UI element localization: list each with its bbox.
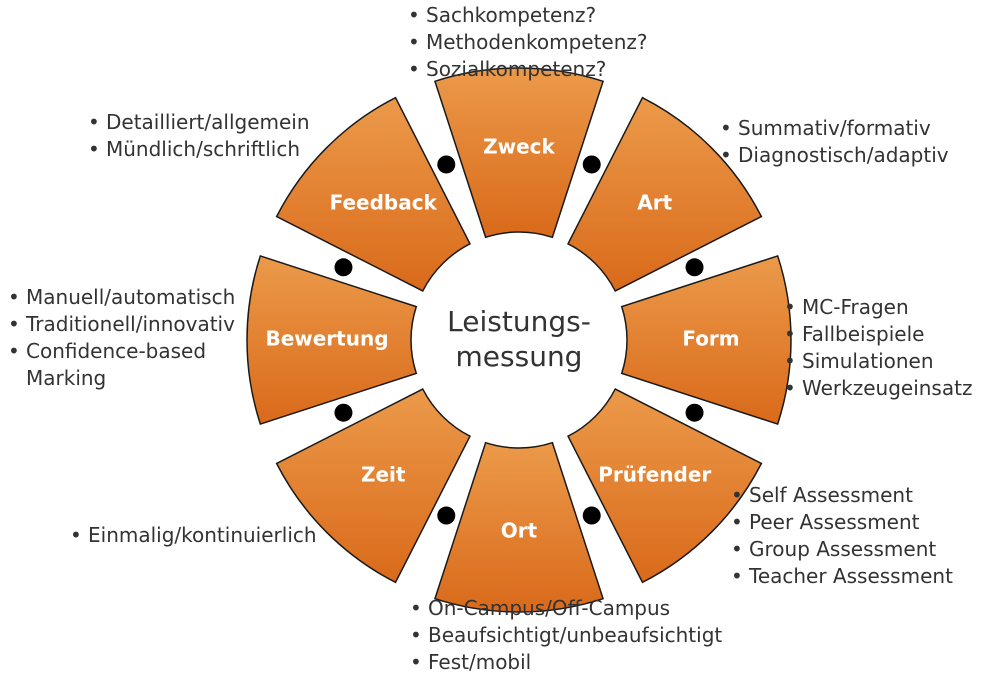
callout-item: Methodenkompetenz? bbox=[408, 29, 648, 56]
callout-item: Fest/mobil bbox=[410, 649, 722, 676]
callout-art: Summativ/formativ Diagnostisch/adaptiv bbox=[720, 115, 949, 169]
callout-form: MC-Fragen Fallbeispiele Simulationen Wer… bbox=[784, 294, 972, 402]
callout-item-continuation: Marking bbox=[26, 366, 107, 390]
callout-item: Self Assessment bbox=[731, 482, 953, 509]
callout-item: Traditionell/innovativ bbox=[8, 311, 235, 338]
callout-item: Teacher Assessment bbox=[731, 563, 953, 590]
callout-item: Beaufsichtigt/unbeaufsichtigt bbox=[410, 622, 722, 649]
callout-item: Fallbeispiele bbox=[784, 321, 972, 348]
connector-dot bbox=[685, 258, 704, 277]
callout-item: Werkzeugeinsatz bbox=[784, 375, 972, 402]
connector-dot bbox=[437, 506, 456, 525]
callout-zweck: Sachkompetenz? Methodenkompetenz? Sozial… bbox=[408, 2, 648, 83]
segment-label-pruefender: Prüfender bbox=[598, 462, 711, 486]
callout-item: Diagnostisch/adaptiv bbox=[720, 142, 949, 169]
callout-item: Manuell/automatisch bbox=[8, 284, 235, 311]
connector-dot bbox=[582, 155, 601, 174]
connector-dot bbox=[334, 403, 353, 422]
callout-item: Peer Assessment bbox=[731, 509, 953, 536]
segment-label-zeit: Zeit bbox=[361, 462, 406, 486]
segment-label-art: Art bbox=[637, 191, 672, 215]
callout-bewertung: Manuell/automatisch Traditionell/innovat… bbox=[8, 284, 235, 392]
callout-item: Summativ/formativ bbox=[720, 115, 949, 142]
callout-zeit: Einmalig/kontinuierlich bbox=[70, 522, 317, 549]
connector-dot bbox=[334, 258, 353, 277]
segment-label-zweck: Zweck bbox=[483, 135, 555, 159]
connector-dot bbox=[685, 403, 704, 422]
segment-label-ort: Ort bbox=[501, 519, 538, 543]
center-label-line-1: Leistungs- bbox=[447, 305, 591, 338]
segment-art bbox=[567, 96, 763, 292]
callout-item: Group Assessment bbox=[731, 536, 953, 563]
segment-label-form: Form bbox=[682, 327, 739, 351]
callout-item: Marking bbox=[8, 365, 235, 392]
center-label-line-2: messung bbox=[456, 340, 583, 373]
segment-zeit bbox=[275, 388, 471, 584]
segment-label-bewertung: Bewertung bbox=[265, 327, 388, 351]
connector-dot bbox=[582, 506, 601, 525]
callout-feedback: Detailliert/allgemein Mündlich/schriftli… bbox=[88, 109, 310, 163]
callout-item: MC-Fragen bbox=[784, 294, 972, 321]
segment-feedback bbox=[275, 96, 471, 292]
callout-item: Confidence-based bbox=[8, 338, 235, 365]
callout-item: Sozialkompetenz? bbox=[408, 56, 648, 83]
callout-item: Sachkompetenz? bbox=[408, 2, 648, 29]
callout-item: Detailliert/allgemein bbox=[88, 109, 310, 136]
callout-pruefender: Self Assessment Peer Assessment Group As… bbox=[731, 482, 953, 590]
segment-label-feedback: Feedback bbox=[330, 191, 438, 215]
callout-item: On-Campus/Off-Campus bbox=[410, 595, 722, 622]
callout-item: Simulationen bbox=[784, 348, 972, 375]
callout-ort: On-Campus/Off-Campus Beaufsichtigt/unbea… bbox=[410, 595, 722, 676]
segment-bewertung bbox=[246, 255, 418, 425]
connector-dot bbox=[437, 155, 456, 174]
callout-item: Einmalig/kontinuierlich bbox=[70, 522, 317, 549]
callout-item: Mündlich/schriftlich bbox=[88, 136, 310, 163]
